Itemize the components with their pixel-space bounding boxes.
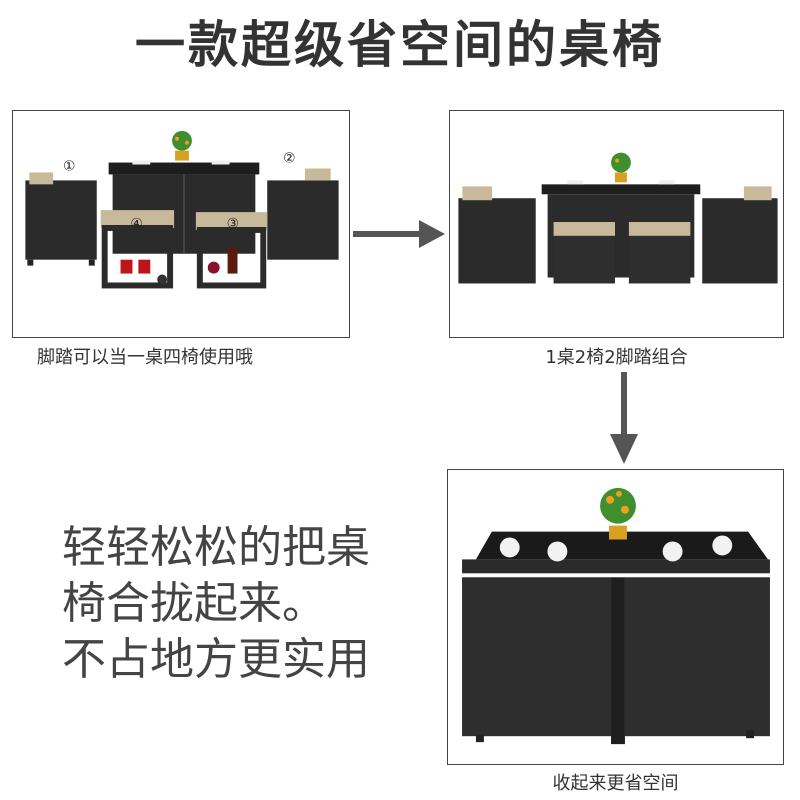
expanded-set-illustration: ① ② ③ ④ [25, 130, 339, 289]
caption-folded-set: 收起来更省空间 [552, 773, 679, 794]
arrow-right-icon [353, 220, 445, 252]
photo-expanded-set: ① ② ③ ④ [12, 110, 350, 338]
caption-combo-set: 1桌2椅2脚踏组合 [545, 347, 688, 368]
photo-folded-set [447, 469, 784, 765]
caption-expanded-set: 脚踏可以当一桌四椅使用哦 [37, 347, 253, 368]
slogan-line-2: 椅合拢起来。 [62, 578, 326, 629]
slogan-line-1: 轻轻松松的把桌 [62, 522, 370, 573]
photo-combo-set [449, 110, 784, 338]
marker-2: ② [283, 151, 295, 167]
slogan: 轻轻松松的把桌 椅合拢起来。 不占地方更实用 [62, 520, 370, 688]
slogan-line-3: 不占地方更实用 [62, 634, 370, 685]
arrow-down-icon [610, 372, 638, 468]
marker-1: ① [63, 158, 75, 174]
folded-set-illustration [462, 487, 770, 745]
marker-4: ④ [130, 216, 142, 232]
marker-3: ③ [227, 216, 239, 232]
page-title: 一款超级省空间的桌椅 [135, 16, 665, 74]
combo-set-illustration [458, 152, 778, 284]
